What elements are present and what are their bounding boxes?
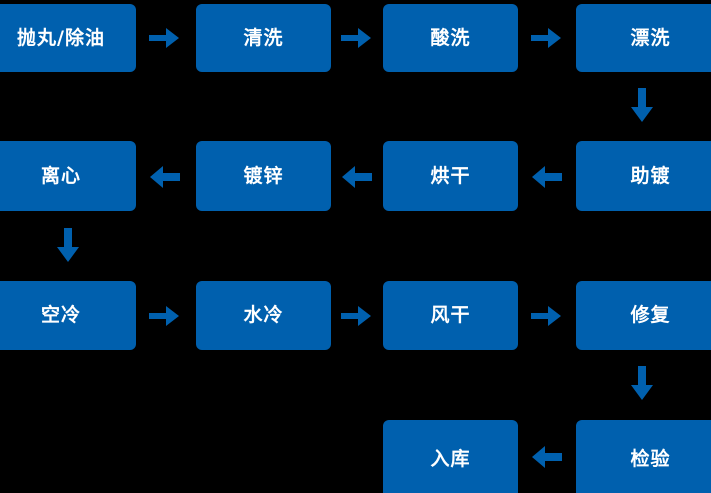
process-node-label: 空冷 xyxy=(40,304,81,326)
flow-arrow-down-icon xyxy=(631,366,653,400)
process-node-label: 检验 xyxy=(630,448,671,470)
flow-arrow-right-icon xyxy=(341,306,371,326)
process-node-n8[interactable]: 离心 xyxy=(0,141,136,211)
flow-arrow-left-icon xyxy=(340,166,372,188)
process-node-n13[interactable]: 检验 xyxy=(576,420,711,493)
process-node-n5[interactable]: 助镀 xyxy=(576,141,711,211)
process-node-n4[interactable]: 漂洗 xyxy=(576,4,711,72)
flow-arrow-left-icon xyxy=(148,166,180,188)
process-node-label: 抛丸/除油 xyxy=(17,26,105,49)
flow-arrow-left-icon xyxy=(530,446,562,468)
flow-arrow-right-icon xyxy=(531,306,561,326)
process-node-n10[interactable]: 水冷 xyxy=(196,281,331,350)
process-node-label: 镀锌 xyxy=(243,164,284,187)
process-node-label: 修复 xyxy=(630,304,671,326)
process-node-label: 离心 xyxy=(40,164,81,187)
flow-arrow-down-icon xyxy=(631,88,653,122)
flow-arrow-right-icon xyxy=(149,28,179,48)
process-node-n6[interactable]: 烘干 xyxy=(383,141,518,211)
flow-arrow-right-icon xyxy=(531,28,561,48)
process-node-n11[interactable]: 风干 xyxy=(383,281,518,350)
flow-arrow-right-icon xyxy=(341,28,371,48)
flow-arrow-down-icon xyxy=(57,228,79,262)
process-node-label: 风干 xyxy=(430,304,471,326)
process-node-label: 清洗 xyxy=(243,26,284,49)
process-node-label: 烘干 xyxy=(430,164,471,187)
process-node-n9[interactable]: 空冷 xyxy=(0,281,136,350)
process-node-n14[interactable]: 入库 xyxy=(383,420,518,493)
process-node-label: 漂洗 xyxy=(630,26,671,49)
flow-arrow-right-icon xyxy=(149,306,179,326)
process-node-label: 入库 xyxy=(430,448,471,470)
flow-arrow-left-icon xyxy=(530,166,562,188)
process-node-n2[interactable]: 清洗 xyxy=(196,4,331,72)
process-node-label: 助镀 xyxy=(630,164,671,187)
process-node-n7[interactable]: 镀锌 xyxy=(196,141,331,211)
process-node-n3[interactable]: 酸洗 xyxy=(383,4,518,72)
process-node-n1[interactable]: 抛丸/除油 xyxy=(0,4,136,72)
process-node-n12[interactable]: 修复 xyxy=(576,281,711,350)
process-node-label: 酸洗 xyxy=(430,26,471,49)
process-node-label: 水冷 xyxy=(243,304,284,326)
